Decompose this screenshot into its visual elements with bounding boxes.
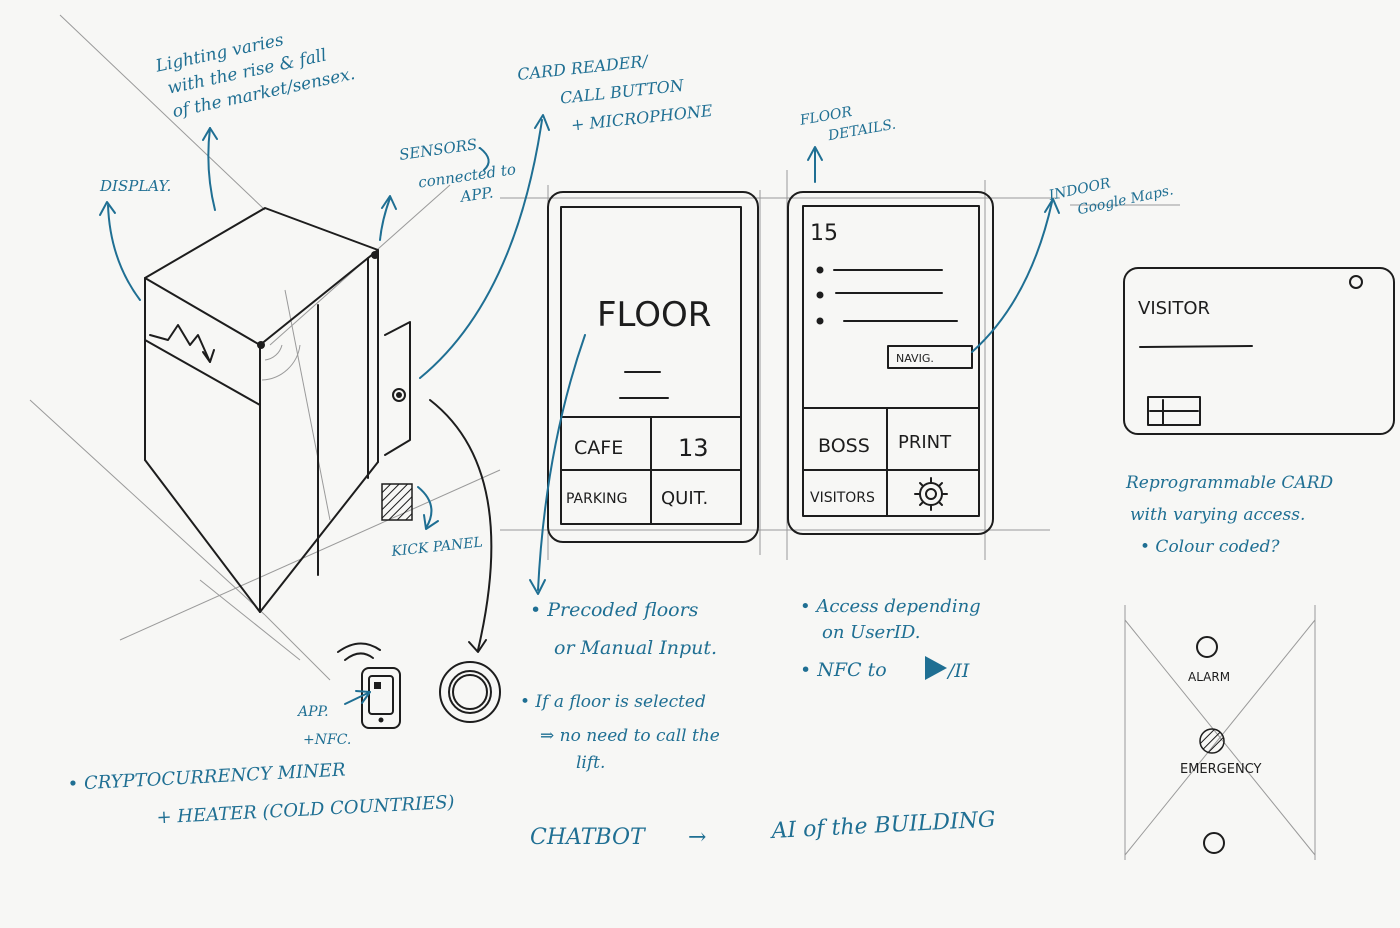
screen1-cell-13: 13 bbox=[678, 434, 709, 462]
svg-text:• If a floor is selected: • If a floor is selected ⇒ no need to ca… bbox=[520, 692, 725, 773]
kiosk-sketch bbox=[144, 207, 413, 613]
screen2-floor-number: 15 bbox=[810, 221, 838, 246]
visitor-card-label: VISITOR bbox=[1138, 298, 1210, 319]
note-nfc-to: • NFC to bbox=[800, 659, 887, 681]
note-if-floor-3: lift. bbox=[576, 753, 605, 773]
note-kick-panel: KICK PANEL bbox=[390, 534, 484, 560]
note-if-floor-1: • If a floor is selected bbox=[520, 692, 706, 712]
note-chatbot-arrow: → bbox=[688, 825, 706, 850]
note-sensors-3: APP. bbox=[457, 183, 494, 206]
screen1-cell-cafe: CAFE bbox=[574, 437, 623, 459]
svg-text:• CRYPTOCURRENCY MINER +: • CRYPTOCURRENCY MINER + HEATER (COLD CO… bbox=[67, 754, 455, 833]
note-card-reader-2: CALL BUTTON bbox=[559, 76, 685, 108]
screen2-cell-boss: BOSS bbox=[818, 435, 870, 457]
note-access-1: • Access depending bbox=[800, 596, 981, 617]
screen2-navi-button: NAVIG. bbox=[896, 352, 934, 365]
svg-text:• Precoded floors or Man: • Precoded floors or Manual Input. bbox=[530, 599, 717, 659]
note-access-2: on UserID. bbox=[822, 622, 920, 643]
screen-floor-mockup: FLOOR CAFE 13 PARKING QUIT. bbox=[547, 191, 759, 543]
svg-text:FLOOR DETAILS.: FLOOR DETAILS. bbox=[798, 97, 897, 149]
alarm-panel-sketch: ALARM EMERGENCY bbox=[1124, 619, 1316, 856]
note-reprog-1: Reprogrammable CARD bbox=[1125, 473, 1333, 493]
svg-text:• Access depending on Us: • Access depending on UserID. bbox=[800, 596, 986, 643]
phone-sketch bbox=[337, 642, 401, 729]
note-card-reader-1: CARD READER/ bbox=[516, 51, 650, 84]
note-display: DISPLAY. bbox=[99, 177, 171, 195]
screen1-cell-quit: QUIT. bbox=[661, 488, 708, 509]
call-button-sketch bbox=[439, 661, 501, 723]
screen1-title: FLOOR bbox=[597, 295, 711, 335]
screen2-cell-print: PRINT bbox=[898, 432, 952, 453]
panel-alarm-label: ALARM bbox=[1188, 670, 1230, 684]
screen2-cell-visitors: VISITORS bbox=[810, 490, 875, 506]
note-card-reader-3: + MICROPHONE bbox=[570, 101, 714, 135]
note-if-floor-2: ⇒ no need to call the bbox=[540, 726, 720, 746]
gear-icon bbox=[914, 477, 948, 511]
note-chatbot: CHATBOT bbox=[530, 825, 647, 850]
visitor-card-sketch: VISITOR bbox=[1123, 267, 1395, 435]
svg-text:Reprogrammable CARD with: Reprogrammable CARD with varying access.… bbox=[1125, 473, 1339, 557]
note-sensors-1: SENSORS. bbox=[398, 135, 482, 164]
note-reprog-2: with varying access. bbox=[1130, 505, 1305, 525]
screen-details-mockup: 15 NAVIG. BOSS PRINT VISITORS bbox=[787, 191, 994, 535]
note-precoded-2: or Manual Input. bbox=[554, 637, 717, 659]
note-reprog-3: • Colour coded? bbox=[1140, 537, 1280, 557]
panel-emergency-label: EMERGENCY bbox=[1180, 762, 1262, 777]
note-crypto-2: + HEATER (COLD COUNTRIES) bbox=[156, 792, 455, 829]
svg-text:CARD READER/ CALL BUTTON: CARD READER/ CALL BUTTON + MICROPHONE bbox=[516, 45, 713, 139]
note-crypto-1: • CRYPTOCURRENCY MINER bbox=[67, 759, 346, 795]
note-app-nfc-1: APP. bbox=[296, 704, 329, 720]
svg-text:SENSORS. connected to: SENSORS. connected to APP. bbox=[398, 130, 524, 214]
svg-text:APP. +NFC.: APP. +NFC. bbox=[296, 704, 351, 748]
svg-text:INDOOR Google Maps.: INDOOR Google Maps. bbox=[1047, 163, 1175, 224]
note-ai: AI of the BUILDING bbox=[769, 807, 996, 844]
screen1-cell-parking: PARKING bbox=[566, 491, 627, 507]
svg-text:Lighting varies with the: Lighting varies with the rise & fall of … bbox=[153, 17, 357, 124]
note-nfc-to-tail: /II bbox=[946, 660, 970, 682]
note-precoded-1: • Precoded floors bbox=[530, 599, 699, 621]
play-icon bbox=[925, 656, 947, 680]
note-app-nfc-2: +NFC. bbox=[303, 732, 351, 748]
